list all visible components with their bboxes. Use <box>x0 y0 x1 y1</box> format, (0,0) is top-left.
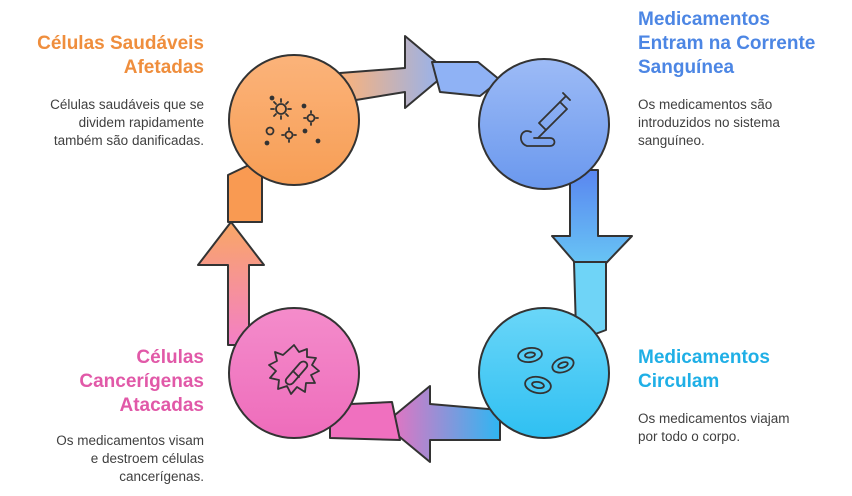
step-circle-orange <box>228 54 360 186</box>
blood-cells-icon <box>517 346 575 395</box>
arrow-left-bottom <box>383 385 501 463</box>
step-drugs-circulate: Medicamentos Circulam Os medicamentos vi… <box>638 346 838 446</box>
step-title: Células Cancerígenas Atacadas <box>79 347 204 416</box>
step-title: Medicamentos Entram na Corrente Sanguíne… <box>638 9 816 78</box>
arrow-right-top <box>339 35 449 109</box>
step-drugs-enter-bloodstream: Medicamentos Entram na Corrente Sanguíne… <box>638 8 838 150</box>
step-circle-blue <box>478 58 610 190</box>
step-description: Os medicamentos visam e destroem células… <box>56 433 204 484</box>
syringe-icon <box>520 92 571 147</box>
cells-icon <box>264 95 321 146</box>
step-cancer-cells-attacked: Células Cancerígenas Atacadas Os medicam… <box>10 346 204 486</box>
step-healthy-cells: Células Saudáveis Afetadas Células saudá… <box>10 32 204 150</box>
step-circle-cyan <box>478 307 610 439</box>
step-description: Células saudáveis que se dividem rapidam… <box>50 97 204 148</box>
step-title: Medicamentos Circulam <box>638 347 770 392</box>
step-description: Os medicamentos viajam por todo o corpo. <box>638 411 790 444</box>
cancer-cell-icon <box>268 344 320 395</box>
step-title: Células Saudáveis Afetadas <box>37 33 204 78</box>
step-description: Os medicamentos são introduzidos no sist… <box>638 97 780 148</box>
arrow-down-right <box>551 169 633 281</box>
